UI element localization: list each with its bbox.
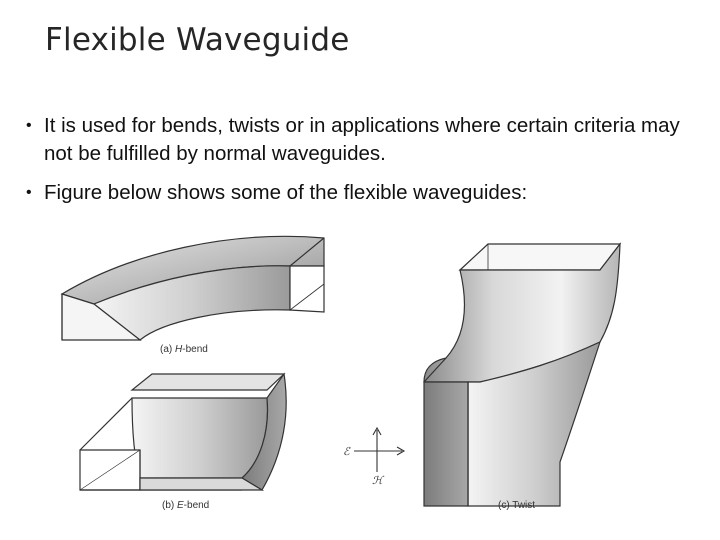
h-field-label: ℋ [372, 474, 385, 487]
twist-waveguide [423, 242, 622, 507]
waveguide-figure: ℰ ℋ (a) H-bend (b) E-bend (c) Twist [52, 222, 642, 534]
h-bend-caption: (a) H-bend [160, 344, 208, 355]
bullet-item: • Figure below shows some of the flexibl… [26, 179, 696, 207]
e-field-label: ℰ [343, 445, 351, 458]
axis-arrow-right-icon [396, 446, 406, 456]
slide-title: Flexible Waveguide [45, 22, 350, 58]
h-bend-waveguide [60, 235, 325, 341]
bullet-list: • It is used for bends, twists or in app… [26, 112, 696, 218]
twist-caption: (c) Twist [498, 500, 535, 511]
axis-arrow-up-icon [372, 426, 382, 436]
bullet-text: Figure below shows some of the flexible … [44, 181, 528, 204]
field-axes [354, 426, 406, 472]
waveguide-illustration: ℰ ℋ (a) H-bend (b) E-bend (c) Twist [60, 235, 622, 511]
bullet-text: It is used for bends, twists or in appli… [44, 114, 680, 165]
e-bend-waveguide [79, 372, 287, 491]
bullet-item: • It is used for bends, twists or in app… [26, 112, 696, 168]
bullet-dot-icon: • [26, 117, 32, 134]
bullet-dot-icon: • [26, 184, 32, 201]
e-bend-caption: (b) E-bend [162, 500, 209, 511]
